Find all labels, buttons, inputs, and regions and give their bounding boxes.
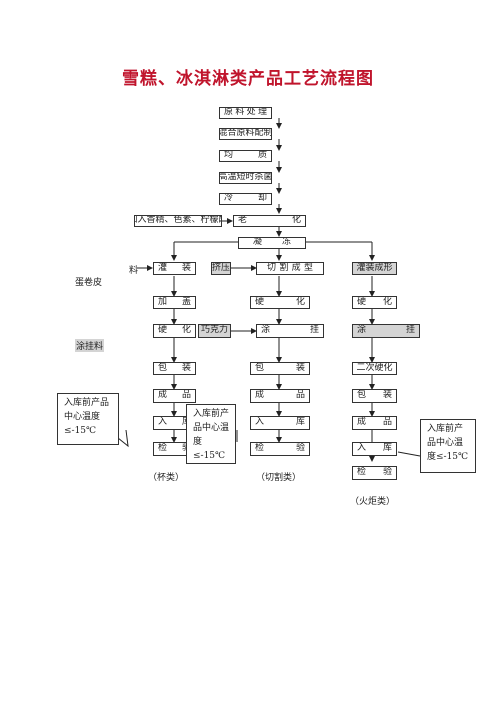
- box-mix-prep: 混合原料配制: [219, 128, 272, 140]
- caption-torch: （火炬类）: [350, 497, 396, 507]
- caption-cut: （切割类）: [256, 473, 302, 483]
- callout-temp-left: 入库前产品中心温度≤-15℃: [57, 393, 119, 445]
- box-coat-middle: 涂挂: [256, 324, 324, 338]
- box-coat-right: 涂挂: [352, 324, 420, 338]
- box-product-right: 成品: [352, 416, 397, 430]
- box-pasteurize: 高温短时杀菌: [219, 172, 272, 184]
- callout-temp-middle: 入库前产品中心温度≤-15℃: [186, 404, 236, 464]
- box-harden-middle: 硬化: [250, 296, 310, 309]
- box-add-flavor: 加入香精、色素、柠檬酸: [134, 215, 222, 227]
- box-harden-right: 硬化: [352, 296, 397, 309]
- box-harden-left: 硬化: [153, 324, 196, 338]
- box-inspect-right: 检验: [352, 466, 397, 480]
- caption-cup: （杯类）: [148, 473, 185, 483]
- box-add-lid: 加盖: [153, 296, 196, 309]
- box-second-harden: 二次硬化: [352, 362, 397, 375]
- box-cut-shape: 切割成型: [256, 262, 324, 275]
- box-pack-right: 包装: [352, 389, 397, 403]
- box-chocolate: 巧克力: [198, 324, 231, 338]
- box-inspect-middle: 检验: [250, 442, 310, 456]
- page-title: 雪糕、冰淇淋类产品工艺流程图: [122, 69, 374, 89]
- box-pack-left: 包装: [153, 362, 196, 375]
- label-coating: 涂挂料: [75, 339, 105, 352]
- label-liao: 料: [129, 266, 139, 276]
- box-freeze: 凝冻: [238, 237, 306, 249]
- box-cool: 冷却: [219, 193, 272, 205]
- callout-temp-right: 入库前产品中心温度≤-15℃: [420, 419, 476, 473]
- box-homogenize: 均质: [219, 150, 272, 162]
- box-raw-material: 原料处理: [219, 107, 272, 119]
- box-filling-left: 灌装: [153, 262, 196, 275]
- box-product-left: 成品: [153, 389, 196, 403]
- box-extrude: 挤压: [211, 262, 231, 275]
- label-egg-roll: 蛋卷皮: [75, 278, 103, 288]
- box-store-right: 入库: [352, 442, 397, 456]
- box-store-middle: 入库: [250, 416, 310, 430]
- box-pack-middle: 包装: [250, 362, 310, 375]
- box-product-middle: 成品: [250, 389, 310, 403]
- box-fill-shape: 灌装成形: [352, 262, 397, 275]
- box-aging: 老化: [233, 215, 306, 227]
